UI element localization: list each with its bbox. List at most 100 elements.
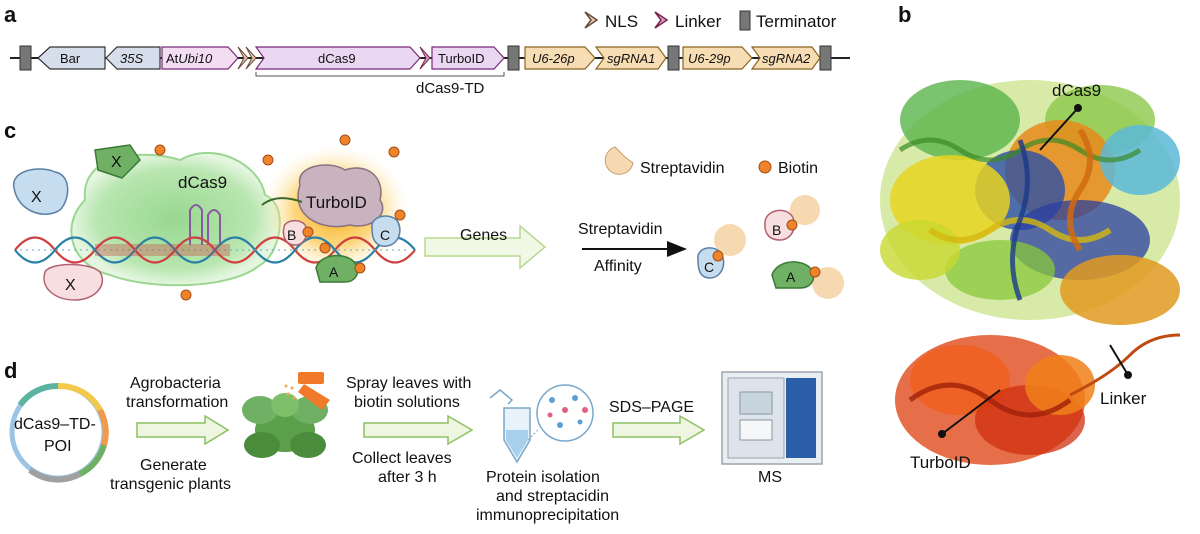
fusion-bracket — [255, 72, 505, 77]
sds-label: SDS–PAGE — [609, 399, 694, 416]
captured-a: A — [771, 261, 844, 299]
promoter-u6-26p — [524, 46, 596, 70]
tube-icon — [489, 389, 531, 464]
terminator-2 — [507, 45, 520, 71]
panel-d-workflow: dCas9–TD- POI Agrobacteria transformatio… — [9, 371, 823, 524]
protein-x-bottom — [43, 263, 104, 301]
generate-label-2: transgenic plants — [110, 476, 231, 493]
dcas9-structure-label: dCas9 — [1052, 81, 1101, 100]
generate-label-1: Generate — [140, 457, 207, 474]
agro-label-1: Agrobacteria — [130, 375, 221, 392]
atubi10-italic: Ubi10 — [178, 51, 213, 66]
panel-c-mechanism: dCas9 TurboID X X X B C A — [13, 134, 844, 301]
linker-structure-label: Linker — [1100, 389, 1147, 408]
fusion-label: dCas9-TD — [416, 80, 485, 97]
plasmid-label-1: dCas9–TD- — [14, 416, 96, 433]
protein-b-label: B — [287, 227, 296, 243]
step-arrow-1 — [136, 414, 230, 446]
collect-label-1: Collect leaves — [352, 450, 452, 467]
genes-arrow-label: Genes — [460, 227, 507, 244]
protein-x-top — [94, 144, 141, 179]
protein-x-left — [13, 168, 69, 215]
protein-label-1: Protein isolation — [486, 469, 600, 486]
linker-chevron — [419, 46, 431, 70]
legend-linker-label: Linker — [675, 12, 722, 31]
terminator-3 — [667, 45, 680, 71]
protein-x-top-label: X — [111, 154, 122, 171]
dcas9-pointer — [1039, 107, 1079, 151]
protein-x-bottom-label: X — [65, 277, 76, 294]
mass-spectrometer-icon — [721, 371, 823, 465]
captured-b: B — [764, 195, 820, 241]
plasmid-label-2: POI — [44, 438, 72, 455]
promoter-35s — [105, 46, 161, 70]
spray-bottle-icon — [284, 372, 330, 410]
bar-gene-label: Bar — [60, 51, 81, 66]
protein-label-3: immunoprecipitation — [476, 507, 619, 524]
legend-nls-label: NLS — [605, 12, 638, 31]
promoter-u6-26p-label: U6-26p — [532, 51, 575, 66]
legend-biotin-label: Biotin — [778, 160, 818, 177]
legend-streptavidin: Streptavidin — [604, 146, 725, 177]
legend-streptavidin-label: Streptavidin — [640, 160, 725, 177]
linker-pointer — [1109, 344, 1129, 376]
atubi10-prefix: At — [166, 51, 179, 66]
promoter-u6-29p-label: U6-29p — [688, 51, 731, 66]
plant-icon — [242, 393, 328, 458]
protein-c — [371, 215, 401, 247]
genes-arrow — [424, 224, 547, 270]
captured-b-label: B — [772, 222, 781, 238]
spray-label-1: Spray leaves with — [346, 375, 471, 392]
dcas9-gene-label: dCas9 — [318, 51, 356, 66]
protein-c-label: C — [380, 227, 390, 243]
legend-terminator: Terminator — [739, 10, 837, 31]
sgrna2-label: sgRNA2 — [762, 51, 811, 66]
sgrna2-gene — [750, 46, 821, 70]
affinity-arrow-top-label: Streptavidin — [578, 221, 663, 238]
turboid-blob — [297, 164, 384, 228]
affinity-arrow-bottom-label: Affinity — [594, 258, 642, 275]
protein-a — [315, 254, 359, 283]
turboid-structure-label: TurboID — [910, 453, 971, 472]
biotin-dots — [154, 134, 406, 301]
agro-label-2: transformation — [126, 394, 228, 411]
legend-terminator-label: Terminator — [756, 12, 837, 31]
promoter-35s-label: 35S — [120, 51, 143, 66]
captured-c-label: C — [704, 259, 714, 275]
dcas9-gene — [254, 46, 421, 70]
legend-biotin: Biotin — [758, 160, 818, 177]
promoter-atubi10 — [161, 46, 239, 70]
dcas9-blob — [70, 151, 281, 287]
turboid-gene-label: TurboID — [438, 51, 484, 66]
dcas9-blob-label: dCas9 — [178, 173, 227, 192]
panel-a-construct: NLS Linker Terminator Bar 35S AtUbi10 dC — [10, 10, 850, 97]
sgrna1-gene — [594, 46, 667, 70]
plasmid-icon: dCas9–TD- POI — [9, 382, 109, 483]
panel-b-structure: dCas9 Linker TurboID — [880, 80, 1181, 472]
turboid-blob-label: TurboID — [306, 193, 367, 212]
bar-gene — [37, 46, 106, 70]
captured-a-label: A — [786, 269, 796, 285]
panel-label-d: d — [4, 358, 17, 383]
step-arrow-3 — [612, 414, 706, 446]
step-arrow-2 — [363, 414, 474, 446]
nls-chevron-2 — [245, 46, 257, 70]
promoter-atubi10-label: AtUbi10 — [166, 51, 213, 66]
dcas9-structure — [880, 80, 1180, 325]
panel-label-a: a — [4, 2, 17, 27]
turboid-gene — [431, 46, 505, 70]
protein-a-label: A — [329, 264, 339, 280]
panel-label-b: b — [898, 2, 911, 27]
lysate-circle-icon — [527, 384, 594, 442]
turboid-pointer — [941, 389, 1001, 435]
terminator-4 — [819, 45, 832, 71]
promoter-u6-29p — [682, 46, 753, 70]
sgrna1-label: sgRNA1 — [607, 51, 655, 66]
legend-linker: Linker — [654, 11, 722, 31]
panel-label-c: c — [4, 118, 16, 143]
sgrna-hairpin — [189, 204, 221, 245]
linker-line — [261, 197, 303, 206]
ms-label: MS — [758, 469, 782, 486]
spray-label-2: biotin solutions — [354, 394, 460, 411]
